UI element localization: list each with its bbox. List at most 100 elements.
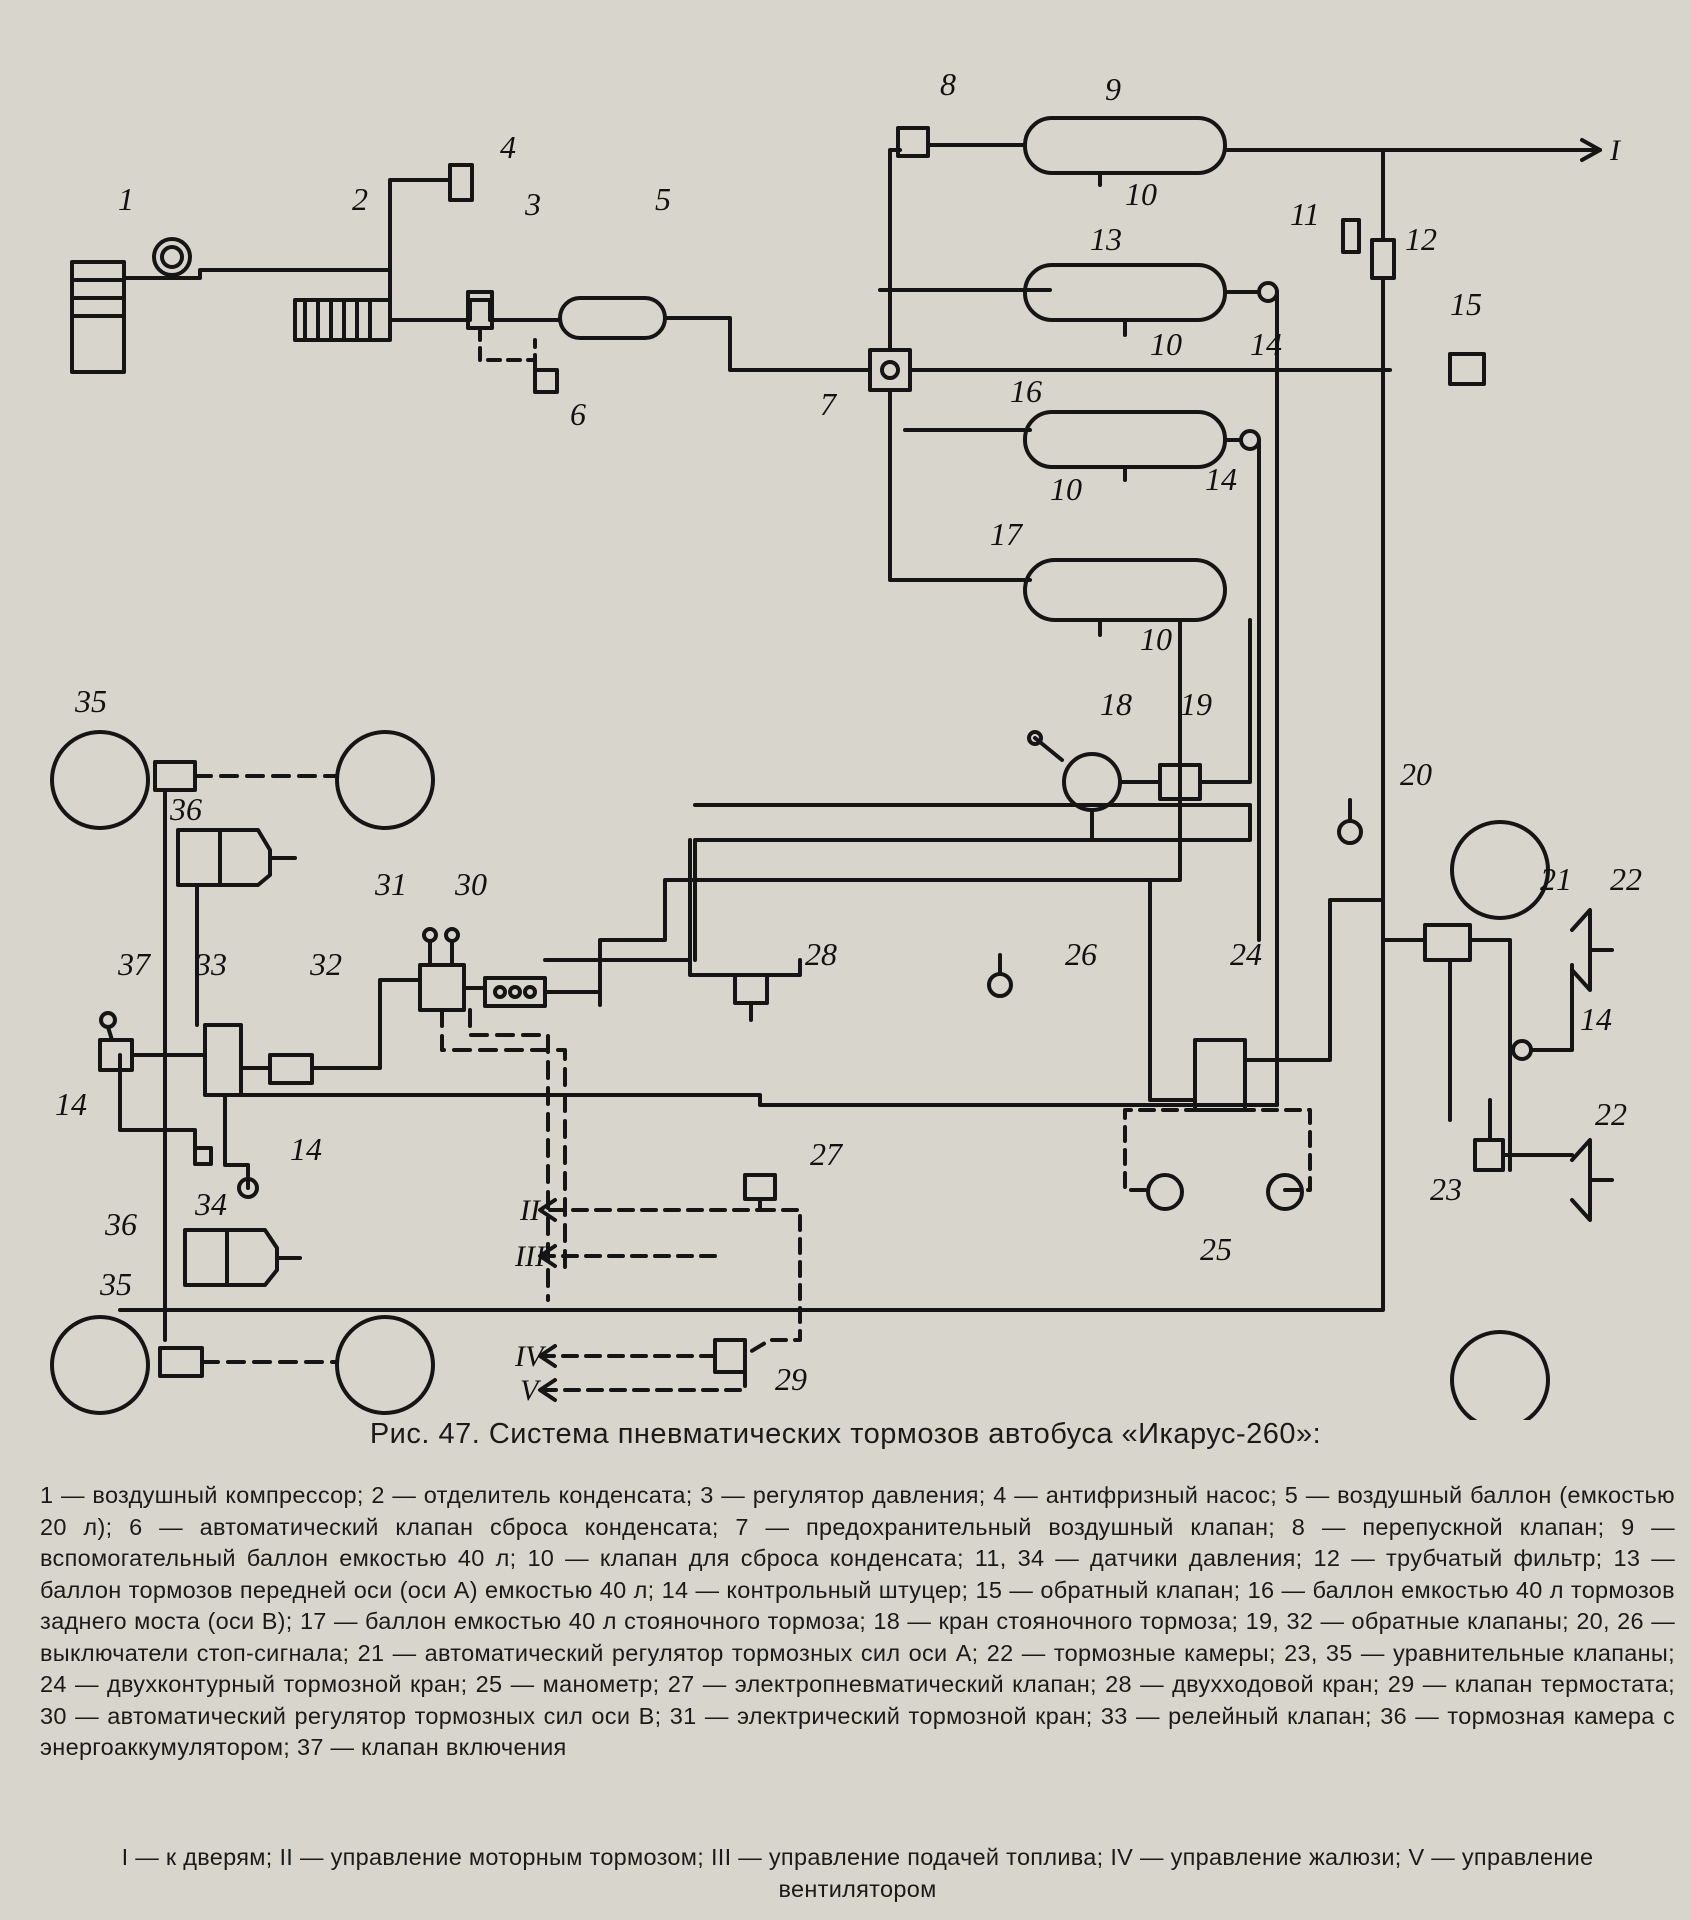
brake-chamber-22 [1570,908,1614,992]
label-13: 13 [1090,221,1122,257]
legend-item: 15 — обратный клапан; [975,1576,1241,1603]
label-28: 28 [805,936,837,972]
legend-item: 23, 35 — уравнительные клапаны; [1284,1639,1675,1666]
legend-item: 12 — трубчатый фильтр; [1313,1545,1603,1571]
stop-switch-26 [987,972,1013,998]
legend-item: 36 — тормозная камера с энергоаккумулято… [40,1702,1675,1761]
control-tap-14 [1239,429,1261,451]
legend-item: 8 — перепускной клапан; [1291,1513,1605,1540]
label-27: 27 [810,1136,844,1172]
label-23: 23 [1430,1171,1462,1207]
aux-tank-9 [1023,116,1227,175]
label-35: 35 [99,1266,132,1302]
label-14: 14 [290,1131,322,1167]
brake-chamber-22 [1570,1138,1614,1222]
label-9: 9 [1105,71,1121,107]
legend-item: 37 — клапан включения [296,1734,567,1760]
equalizing-valve-23 [1473,1138,1505,1172]
label-37: 37 [117,946,152,982]
label-16: 16 [1010,373,1042,409]
label-2: 2 [352,181,368,217]
check-valve-15 [1448,352,1486,386]
label-31: 31 [374,866,407,902]
legend-item: 11, 34 — датчики давления; [974,1545,1303,1571]
activation-valve-37 [98,1038,134,1072]
legend-item: 5 — воздушный баллон (емкостью 20 л); [40,1482,1675,1540]
label-15: 15 [1450,286,1482,322]
label-26: 26 [1065,936,1097,972]
bypass-valve-8 [896,126,930,158]
check-valve-32 [268,1053,314,1085]
label-14: 14 [1205,461,1237,497]
electric-brake-valve-31 [418,927,466,1012]
label-14: 14 [1580,1001,1612,1037]
label-21: 21 [1540,861,1572,897]
legend-item: 28 — двухходовой кран; [1105,1671,1380,1697]
wheel [1450,820,1550,920]
label-32: 32 [309,946,342,982]
regulator-axle-b-30 [483,976,547,1008]
label-18: 18 [1100,686,1132,722]
label-30: 30 [454,866,487,902]
label-19: 19 [1180,686,1212,722]
label-6: 6 [570,396,586,432]
note-item: II — управление моторным тормозом; [279,1844,705,1870]
legend-item: 4 — антифризный насос; [993,1482,1278,1508]
note-item: III — управление подачей топлива; [710,1844,1104,1870]
wheel [335,1315,435,1415]
label-10: 10 [1140,621,1172,657]
label-10: 10 [1125,176,1157,212]
figure-caption: Рис. 47. Система пневматических тормозов… [369,1418,1322,1450]
parking-brake-valve-18 [1027,730,1122,812]
two-way-valve-28 [733,973,769,1005]
legend-item: 30 — автоматический регулятор тормозных … [40,1702,662,1729]
legend-item: 1 — воздушный компрессор; [40,1482,364,1508]
label-11: 11 [1290,196,1320,232]
label-7: 7 [820,386,838,422]
label-34: 34 [194,1186,227,1222]
legend-item: 18 — кран стояночного тормоза; [873,1608,1239,1634]
brake-system-diagram: 1 2 3 4 5 6 7 8 9 10 11 12 13 14 15 16 1… [50,66,1642,1420]
output-IV: IV [514,1340,547,1373]
equalizing-valve-35 [158,1346,204,1378]
label-10: 10 [1050,471,1082,507]
legend-item: 19, 32 — обратные клапаны; [1245,1608,1570,1634]
label-25: 25 [1200,1231,1232,1267]
equalizing-valve-35 [153,760,197,792]
legend-item: 21 — автоматический регулятор тормозных … [357,1639,979,1666]
legend-item: 2 — отделитель конденсата; [371,1482,693,1508]
parking-tank-17 [1023,558,1227,622]
label-12: 12 [1405,221,1437,257]
compressor [70,237,192,374]
label-20: 20 [1400,756,1432,792]
manometer-25 [1146,1173,1184,1211]
label-14: 14 [55,1086,87,1122]
label-36: 36 [104,1206,137,1242]
thermostat-valve-29 [713,1338,747,1374]
legend: 1 — воздушный компрессор; 2 — отделитель… [40,1480,1675,1764]
output-V: V [520,1374,542,1407]
control-tap-14 [237,1177,259,1199]
wheel [1450,1330,1550,1420]
output-II: II [519,1194,542,1227]
note-item: I — к дверям; [121,1844,273,1870]
rear-axle-tank-16 [1023,410,1227,469]
label-3: 3 [524,186,541,222]
legend-item: 10 — клапан для сброса конденсата; [527,1545,964,1571]
label-22: 22 [1610,861,1642,897]
note-item: V — управление вентилятором [778,1844,1594,1902]
control-tap-14 [1257,281,1279,303]
label-1: 1 [118,181,134,217]
label-5: 5 [655,181,671,217]
dual-brake-valve-24 [1193,1038,1247,1112]
wheel [50,1315,150,1415]
label-17: 17 [990,516,1024,552]
legend-item: 29 — клапан термостата; [1387,1671,1675,1697]
legend-item: 9 — вспомогательный баллон емкостью 40 л… [40,1513,1675,1572]
output-I: I [1609,134,1622,167]
legend-item: 27 — электропневматический клапан; [667,1671,1097,1697]
supply-line [122,178,452,312]
label-29: 29 [775,1361,807,1397]
front-axle-tank-13 [1023,263,1227,322]
label-4: 4 [500,129,516,165]
